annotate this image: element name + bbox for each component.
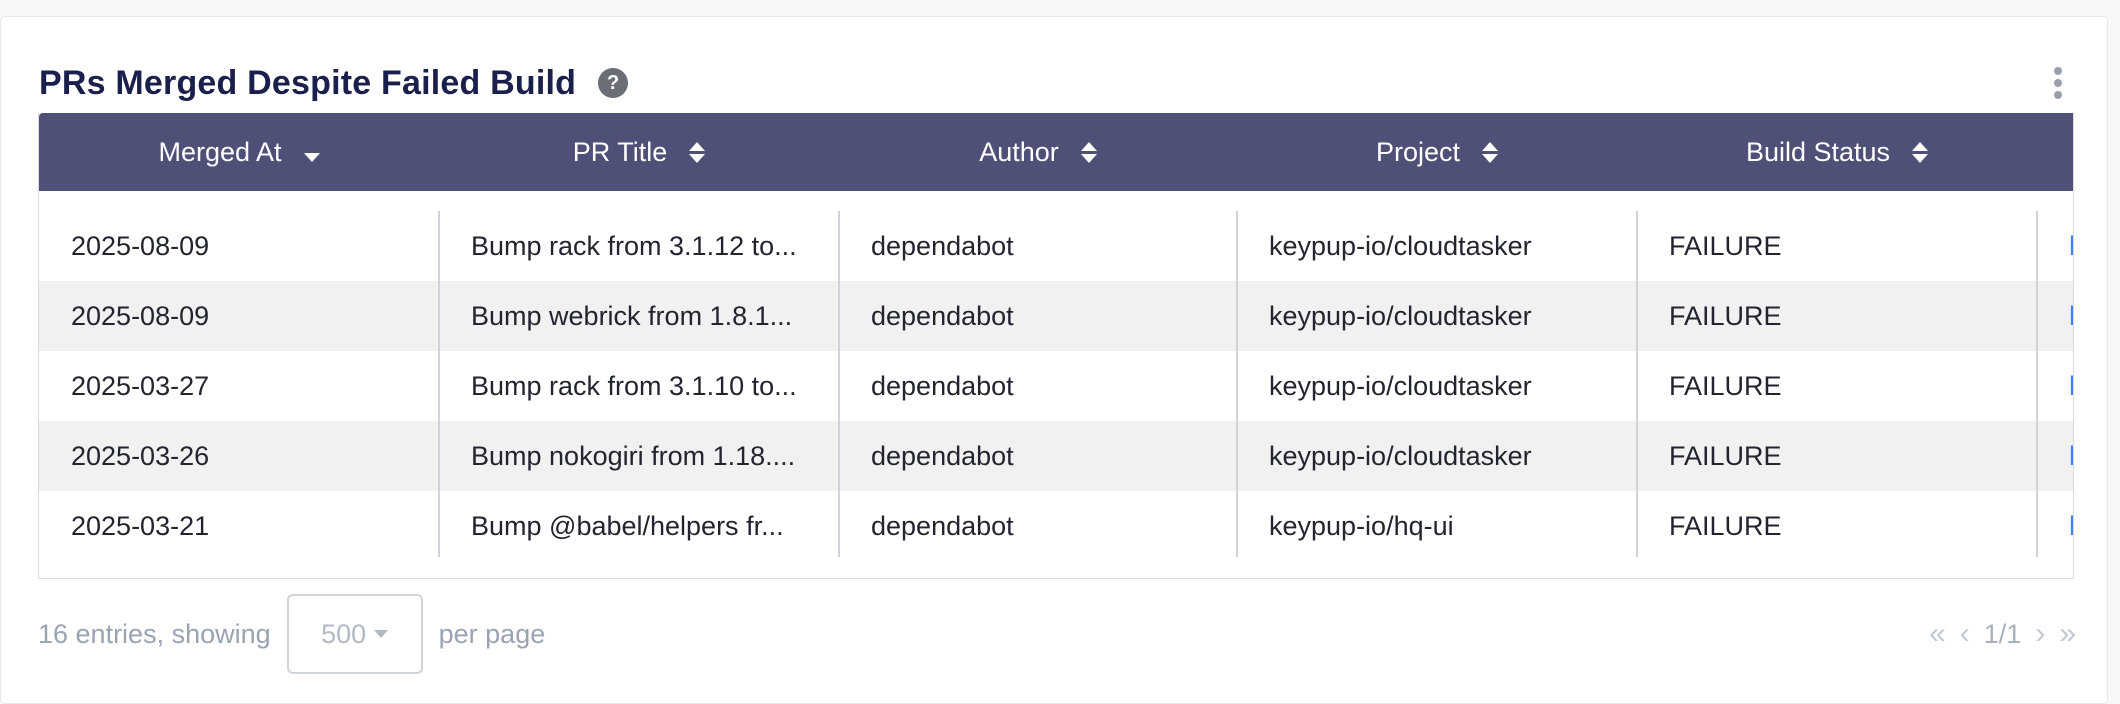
- cell-pr-title: Bump rack from 3.1.10 to...: [471, 370, 797, 401]
- cell-author: dependabot: [871, 510, 1014, 541]
- table-row[interactable]: 2025-03-21 Bump @babel/helpers fr... dep…: [39, 491, 2073, 561]
- cell-author: dependabot: [871, 370, 1014, 401]
- card-title: PRs Merged Despite Failed Build: [39, 63, 577, 102]
- cell-project: keypup-io/cloudtasker: [1269, 300, 1532, 331]
- column-header-label: Build Status: [1745, 136, 1891, 167]
- more-options-icon[interactable]: [2051, 67, 2065, 99]
- pagination: « ‹ 1/1 › »: [1929, 614, 2076, 654]
- help-icon[interactable]: ?: [598, 68, 629, 98]
- cell-link[interactable]: h: [2037, 281, 2073, 351]
- page-indicator: 1/1: [1983, 618, 2022, 649]
- prev-page-icon[interactable]: ‹: [1959, 617, 1970, 650]
- entries-count-label: 16 entries, showing: [38, 618, 271, 649]
- column-header-author[interactable]: Author: [839, 113, 1237, 191]
- cell-link[interactable]: h: [2037, 491, 2073, 561]
- cell-project: keypup-io/cloudtasker: [1269, 440, 1532, 471]
- per-page-label: per page: [438, 618, 546, 649]
- column-header-label: Author: [979, 136, 1059, 167]
- data-table: Merged At PR Title Author Project Build …: [38, 113, 2074, 579]
- column-divider: [2036, 211, 2038, 557]
- column-header-build-status[interactable]: Build Status: [1637, 113, 2037, 191]
- cell-build-status: FAILURE: [1669, 230, 1782, 261]
- cell-link[interactable]: h: [2037, 421, 2073, 491]
- cell-pr-title: Bump rack from 3.1.12 to...: [471, 230, 797, 261]
- sort-icon: [1912, 141, 1929, 163]
- cell-merged-at: 2025-03-21: [71, 510, 210, 541]
- cell-link[interactable]: h: [2037, 351, 2073, 421]
- first-page-icon[interactable]: «: [1929, 617, 1946, 650]
- column-header-merged-at[interactable]: Merged At: [39, 113, 439, 191]
- sort-desc-icon: [303, 152, 320, 162]
- card-header: PRs Merged Despite Failed Build ?: [39, 47, 629, 119]
- cell-author: dependabot: [871, 300, 1014, 331]
- column-divider: [438, 211, 440, 557]
- table-footer: 16 entries, showing 500 per page: [38, 594, 545, 674]
- cell-project: keypup-io/cloudtasker: [1269, 370, 1532, 401]
- table-row[interactable]: 2025-08-09 Bump rack from 3.1.12 to... d…: [39, 211, 2073, 281]
- table-row[interactable]: 2025-03-27 Bump rack from 3.1.10 to... d…: [39, 351, 2073, 421]
- cell-pr-title: Bump webrick from 1.8.1...: [471, 300, 793, 331]
- sort-icon: [689, 141, 706, 163]
- per-page-value: 500: [321, 618, 367, 649]
- column-divider: [838, 211, 840, 557]
- cell-build-status: FAILURE: [1669, 510, 1782, 541]
- cell-merged-at: 2025-08-09: [71, 300, 210, 331]
- last-page-icon[interactable]: »: [2059, 617, 2076, 650]
- column-header-project[interactable]: Project: [1237, 113, 1637, 191]
- column-header-label: PR Title: [572, 136, 668, 167]
- table-header: Merged At PR Title Author Project Build …: [39, 113, 2073, 191]
- table-body: 2025-08-09 Bump rack from 3.1.12 to... d…: [39, 211, 2073, 561]
- next-page-icon[interactable]: ›: [2035, 617, 2046, 650]
- sort-icon: [1080, 141, 1097, 163]
- cell-merged-at: 2025-03-27: [71, 370, 210, 401]
- cell-build-status: FAILURE: [1669, 300, 1782, 331]
- per-page-select[interactable]: 500: [286, 594, 423, 674]
- cell-merged-at: 2025-03-26: [71, 440, 210, 471]
- column-header-pr-title[interactable]: PR Title: [439, 113, 839, 191]
- cell-pr-title: Bump nokogiri from 1.18....: [471, 440, 796, 471]
- column-divider: [1636, 211, 1638, 557]
- cell-build-status: FAILURE: [1669, 370, 1782, 401]
- cell-merged-at: 2025-08-09: [71, 230, 210, 261]
- table-row[interactable]: 2025-03-26 Bump nokogiri from 1.18.... d…: [39, 421, 2073, 491]
- sort-icon: [1482, 141, 1499, 163]
- cell-link[interactable]: h: [2037, 211, 2073, 281]
- column-header-label: Merged At: [158, 136, 282, 167]
- column-header-label: Project: [1375, 136, 1461, 167]
- cell-project: keypup-io/cloudtasker: [1269, 230, 1532, 261]
- cell-author: dependabot: [871, 440, 1014, 471]
- column-divider: [1236, 211, 1238, 557]
- cell-author: dependabot: [871, 230, 1014, 261]
- cell-pr-title: Bump @babel/helpers fr...: [471, 510, 784, 541]
- cell-project: keypup-io/hq-ui: [1269, 510, 1454, 541]
- cell-build-status: FAILURE: [1669, 440, 1782, 471]
- chevron-down-icon: [374, 630, 389, 638]
- table-row[interactable]: 2025-08-09 Bump webrick from 1.8.1... de…: [39, 281, 2073, 351]
